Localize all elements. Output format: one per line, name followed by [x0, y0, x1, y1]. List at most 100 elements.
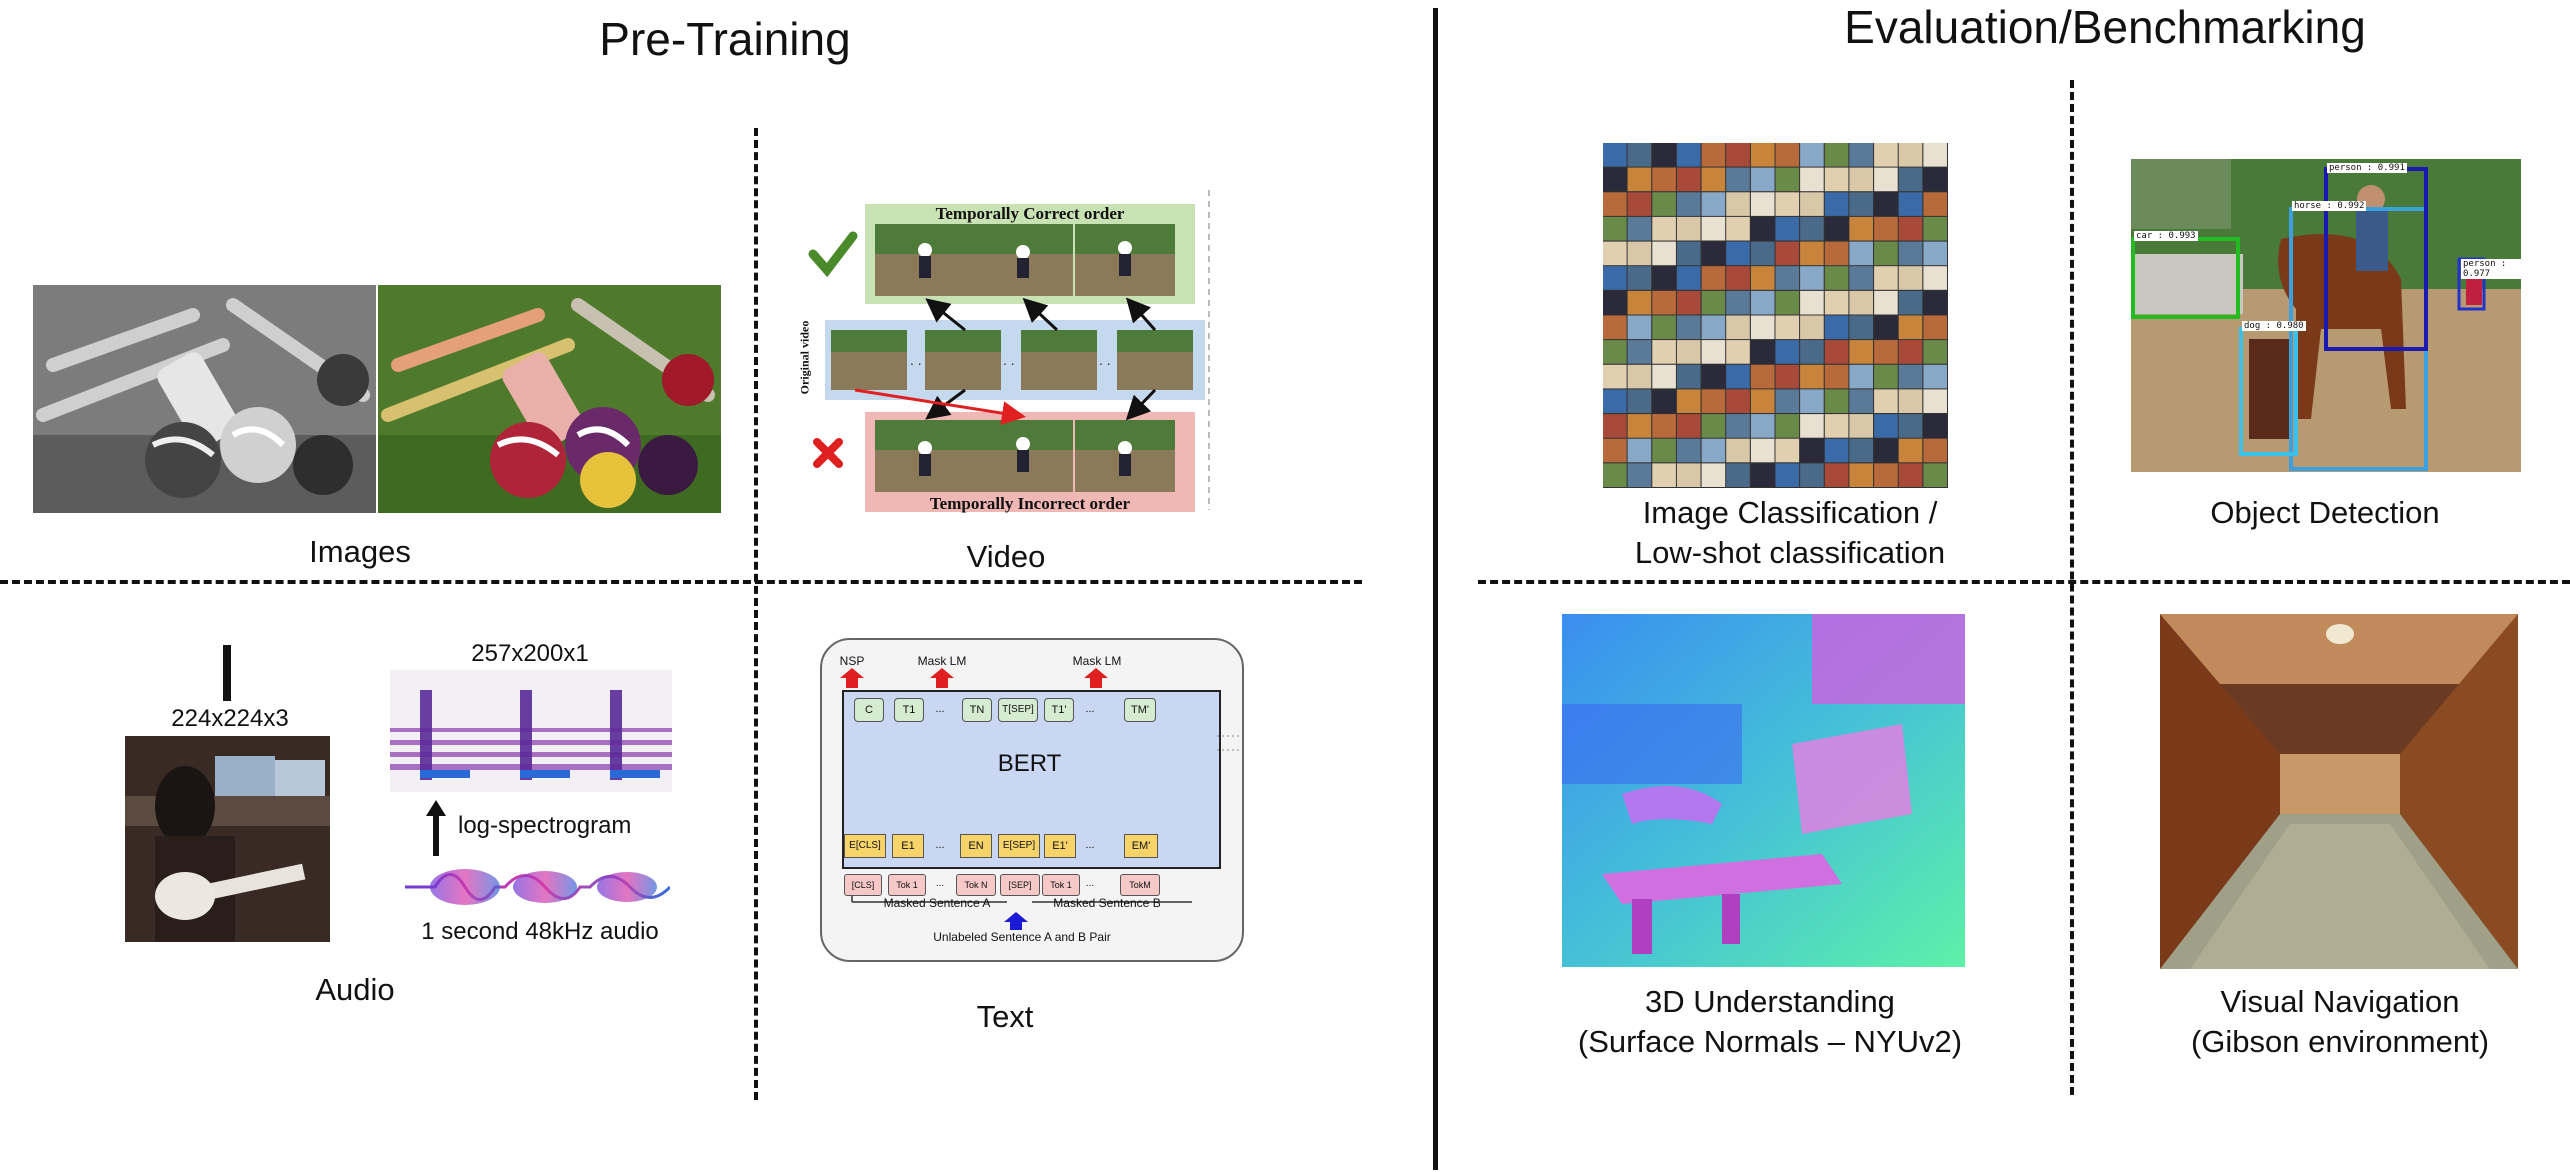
- grid-thumbnail: [1726, 364, 1750, 389]
- grid-thumbnail: [1676, 438, 1701, 463]
- grid-thumbnail: [1824, 167, 1849, 192]
- grid-thumbnail: [1652, 438, 1676, 463]
- grid-thumbnail: [1800, 290, 1824, 315]
- grid-thumbnail: [1849, 143, 1873, 167]
- grid-thumbnail: [1676, 266, 1701, 290]
- bert-input-token: [SEP]: [1000, 874, 1040, 896]
- grid-thumbnail: [1923, 438, 1947, 463]
- grid-thumbnail: [1603, 389, 1627, 413]
- grid-thumbnail: [1603, 364, 1627, 389]
- bert-output-token: T1': [1044, 698, 1074, 722]
- grid-thumbnail: [1726, 192, 1750, 216]
- grid-thumbnail: [1652, 241, 1676, 266]
- grid-thumbnail: [1676, 241, 1701, 266]
- grid-thumbnail: [1849, 389, 1873, 413]
- grid-thumbnail: [1701, 389, 1726, 413]
- grid-thumbnail: [1874, 192, 1898, 216]
- grid-thumbnail: [1652, 364, 1676, 389]
- spectrogram-image: [390, 670, 672, 792]
- grid-thumbnail: [1849, 290, 1873, 315]
- main-divider: [1433, 8, 1438, 1170]
- grid-thumbnail: [1800, 192, 1824, 216]
- grid-thumbnail: [1676, 463, 1701, 487]
- grid-thumbnail: [1726, 414, 1750, 438]
- video-incorrect-label: Temporally Incorrect order: [929, 494, 1131, 513]
- grid-thumbnail: [1775, 340, 1800, 364]
- grid-thumbnail: [1603, 143, 1627, 167]
- grid-thumbnail: [1849, 192, 1873, 216]
- detection-label-car: car : 0.993: [2134, 231, 2198, 241]
- bert-embedding-token: ...: [1085, 839, 1095, 851]
- grid-thumbnail: [1603, 315, 1627, 340]
- grid-thumbnail: [1923, 389, 1947, 413]
- bert-embedding-token: E1': [1044, 834, 1076, 858]
- grid-thumbnail: [1701, 340, 1726, 364]
- grid-thumbnail: [1701, 266, 1726, 290]
- grid-thumbnail: [1898, 414, 1923, 438]
- grid-thumbnail: [1849, 414, 1873, 438]
- bert-input-token: ...: [1085, 878, 1095, 889]
- bert-input-token: Tok 1: [888, 874, 926, 896]
- grid-thumbnail: [1824, 414, 1849, 438]
- grid-thumbnail: [1726, 241, 1750, 266]
- grid-thumbnail: [1824, 315, 1849, 340]
- grid-thumbnail: [1750, 266, 1775, 290]
- svg-text:. .: . .: [1003, 352, 1015, 368]
- bert-input-row: [CLS] Tok 1 ... Tok N [SEP] Tok 1 ... To…: [842, 874, 1217, 900]
- video-label: Video: [966, 539, 1046, 574]
- grid-thumbnail: [1824, 463, 1849, 487]
- grid-thumbnail: [1627, 241, 1652, 266]
- grid-thumbnail: [1627, 463, 1652, 487]
- detection-label-horse: horse : 0.992: [2292, 201, 2367, 211]
- croquet-color-image: [378, 285, 721, 513]
- pretraining-vertical-divider: [754, 128, 758, 1100]
- grid-thumbnail: [1701, 463, 1726, 487]
- bert-embedding-row: E[CLS] E1 ... EN E[SEP] E1' ... EM': [842, 834, 1217, 860]
- grid-thumbnail: [1849, 364, 1873, 389]
- grid-thumbnail: [1701, 241, 1726, 266]
- grid-thumbnail: [1923, 266, 1947, 290]
- grid-thumbnail: [1898, 389, 1923, 413]
- grid-thumbnail: [1603, 241, 1627, 266]
- grid-thumbnail: [1800, 389, 1824, 413]
- grid-thumbnail: [1627, 438, 1652, 463]
- grid-thumbnail: [1676, 216, 1701, 241]
- grid-thumbnail: [1726, 389, 1750, 413]
- spectrogram-up-arrow: [424, 800, 448, 856]
- images-label: Images: [309, 534, 411, 569]
- grid-thumbnail: [1750, 241, 1775, 266]
- grid-thumbnail: [1603, 414, 1627, 438]
- grid-thumbnail: [1627, 266, 1652, 290]
- classification-label-line-2: Low-shot classification: [1634, 535, 1946, 570]
- bert-output-token: C: [854, 698, 884, 722]
- grid-thumbnail: [1898, 266, 1923, 290]
- grid-thumbnail: [1923, 192, 1947, 216]
- detection-label-person-2: person : 0.977: [2461, 259, 2521, 279]
- grid-thumbnail: [1701, 290, 1726, 315]
- grid-thumbnail: [1874, 389, 1898, 413]
- bert-output-token: T1: [894, 698, 924, 722]
- grid-thumbnail: [1898, 438, 1923, 463]
- grid-thumbnail: [1923, 241, 1947, 266]
- grid-thumbnail: [1652, 167, 1676, 192]
- grid-thumbnail: [1750, 438, 1775, 463]
- audio-waveform: [405, 862, 672, 912]
- grid-thumbnail: [1701, 438, 1726, 463]
- grid-thumbnail: [1603, 216, 1627, 241]
- grid-thumbnail: [1726, 167, 1750, 192]
- grid-thumbnail: [1603, 266, 1627, 290]
- navigation-label-line-1: Visual Navigation: [2220, 984, 2460, 1019]
- grid-thumbnail: [1726, 463, 1750, 487]
- grid-thumbnail: [1627, 216, 1652, 241]
- detection-label-dog: dog : 0.980: [2242, 321, 2306, 331]
- grid-thumbnail: [1726, 340, 1750, 364]
- grid-thumbnail: [1898, 143, 1923, 167]
- bert-output-token: ...: [935, 703, 945, 715]
- bert-output-row: C T1 ... TN T[SEP] T1' ... TM': [842, 698, 1217, 724]
- grid-thumbnail: [1800, 167, 1824, 192]
- grid-thumbnail: [1824, 216, 1849, 241]
- grid-thumbnail: [1800, 241, 1824, 266]
- understanding-label-line-1: 3D Understanding: [1645, 984, 1895, 1019]
- grid-thumbnail: [1750, 315, 1775, 340]
- grid-thumbnail: [1775, 438, 1800, 463]
